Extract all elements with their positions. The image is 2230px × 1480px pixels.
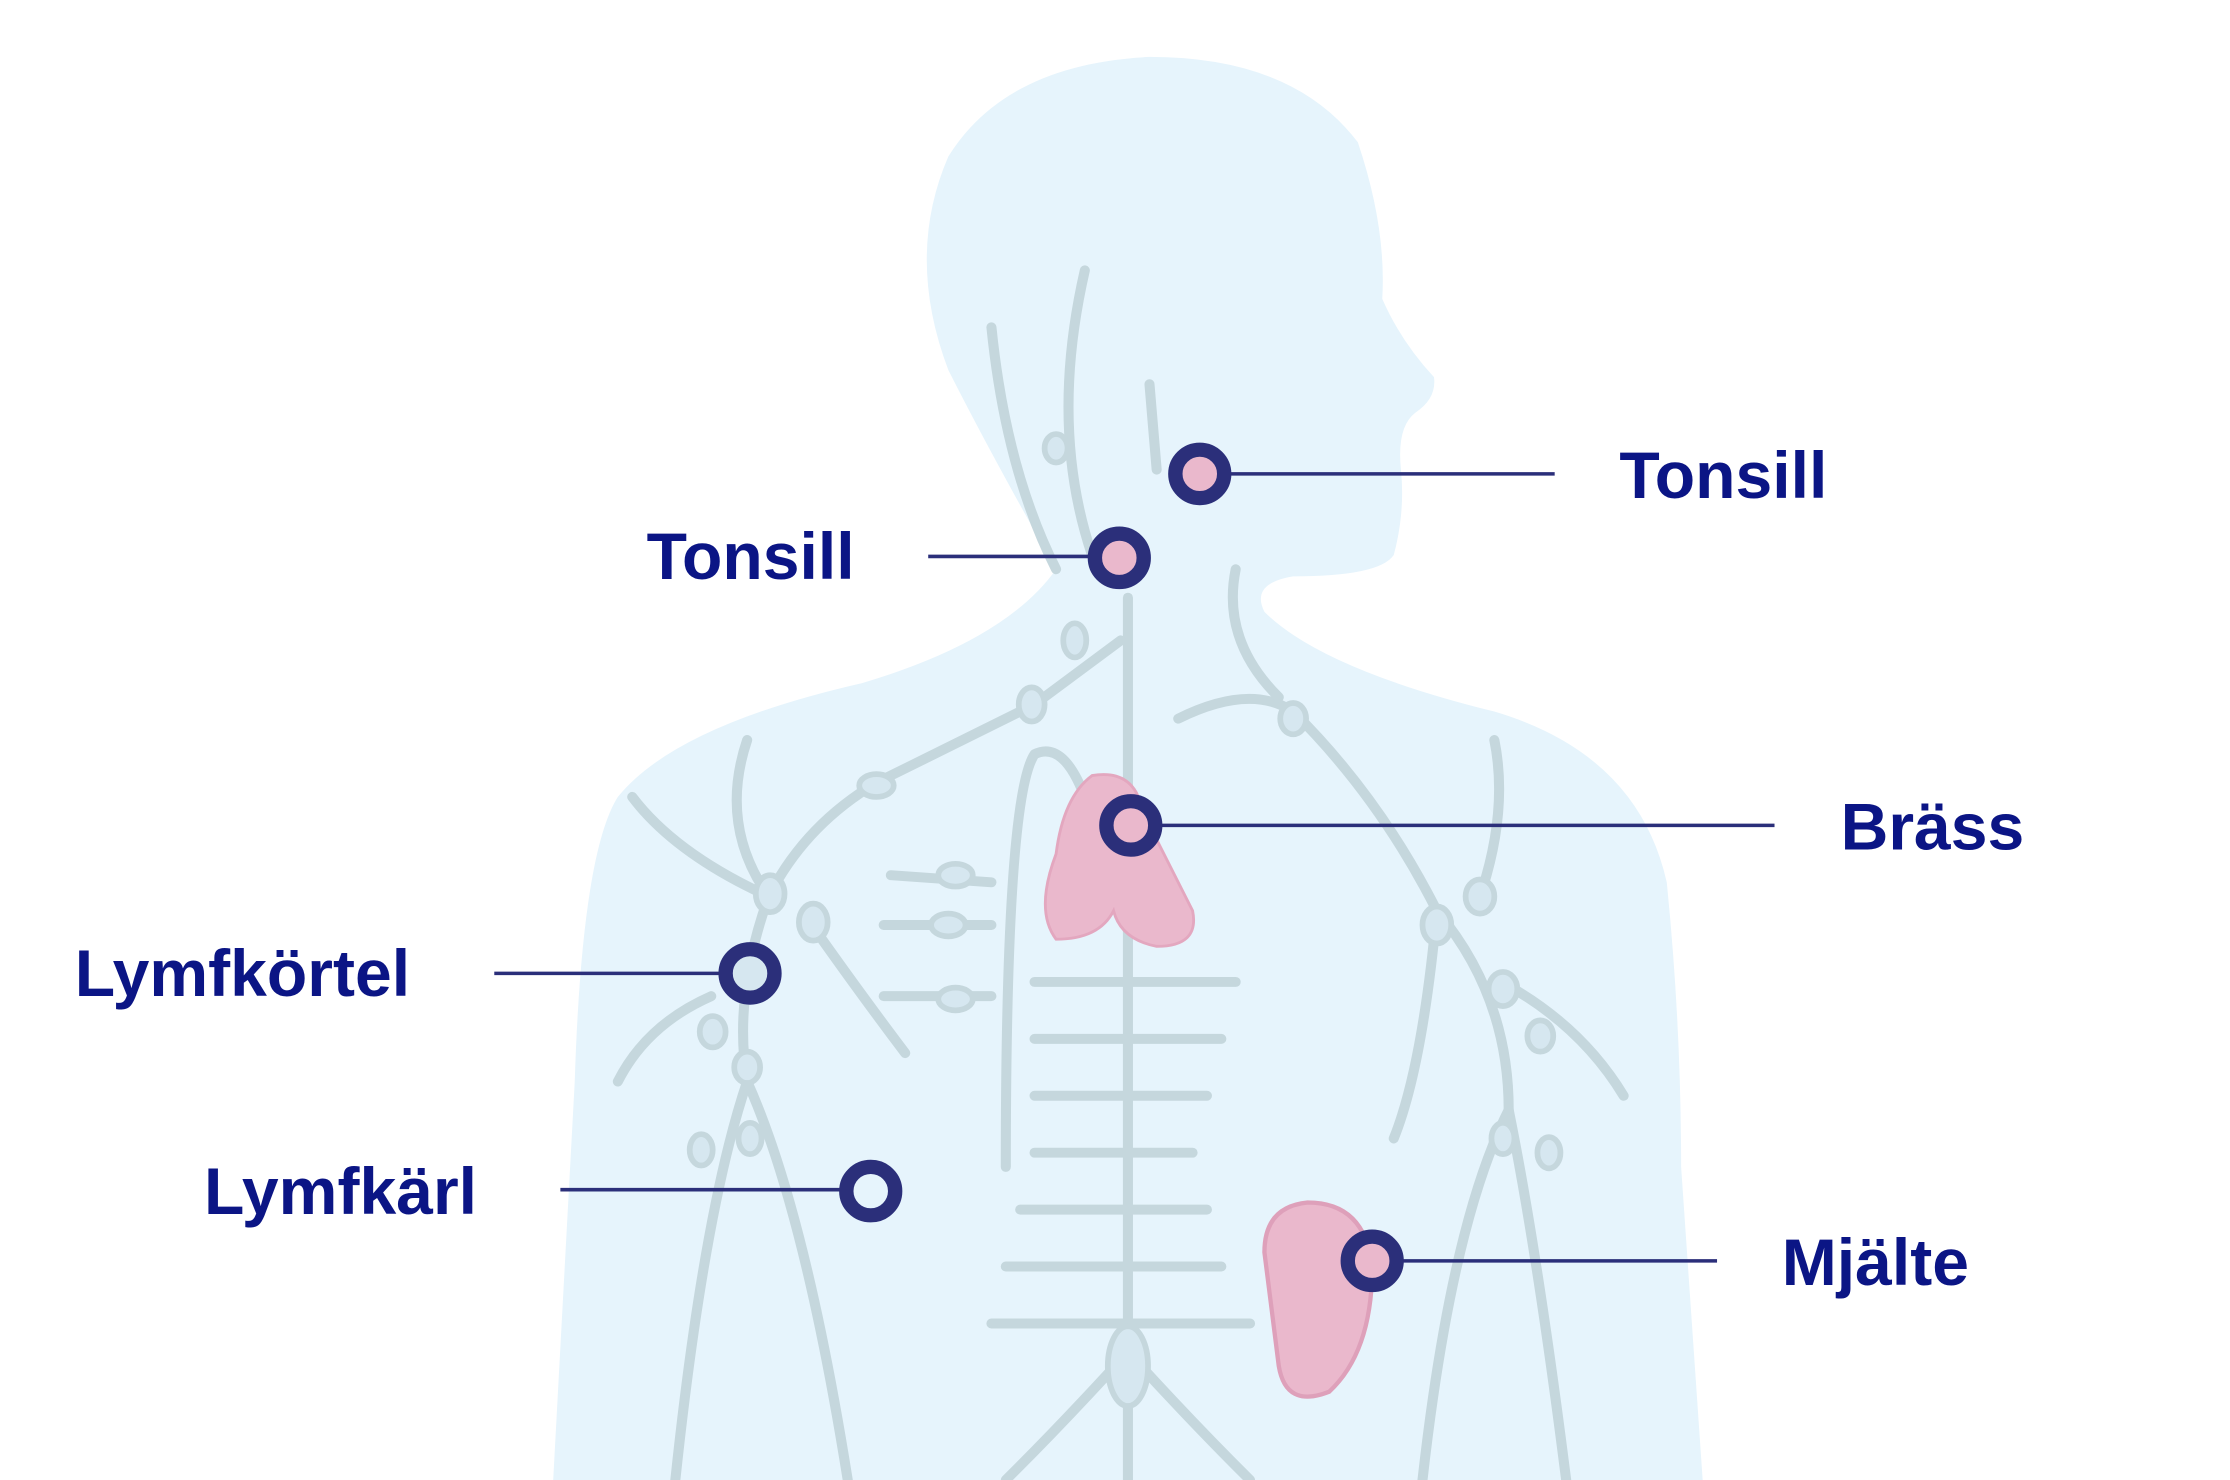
label-lymfkarl: Lymfkärl — [204, 1154, 477, 1228]
lymph-vessels — [612, 265, 1629, 1480]
callout-mjalte: Mjälte — [1340, 1225, 1969, 1299]
marker-ring — [839, 1159, 903, 1223]
callout-lymfkarl: Lymfkärl — [204, 1154, 903, 1228]
label-tonsill-left: Tonsill — [647, 519, 855, 593]
callout-lymfkortel: Lymfkörtel — [75, 936, 782, 1010]
callout-tonsill-right: Tonsill — [1168, 438, 1827, 512]
callout-tonsill-left: Tonsill — [647, 519, 1151, 593]
callout-brass: Bräss — [1099, 790, 2025, 864]
marker-ring — [1087, 526, 1151, 590]
label-mjalte: Mjälte — [1782, 1225, 1969, 1299]
marker-ring — [1340, 1229, 1404, 1293]
label-lymfkortel: Lymfkörtel — [75, 936, 410, 1010]
marker-ring — [1099, 794, 1163, 857]
label-tonsill-right: Tonsill — [1619, 438, 1827, 512]
marker-ring — [718, 942, 782, 1005]
label-brass: Bräss — [1841, 790, 2025, 864]
marker-ring — [1168, 442, 1232, 506]
